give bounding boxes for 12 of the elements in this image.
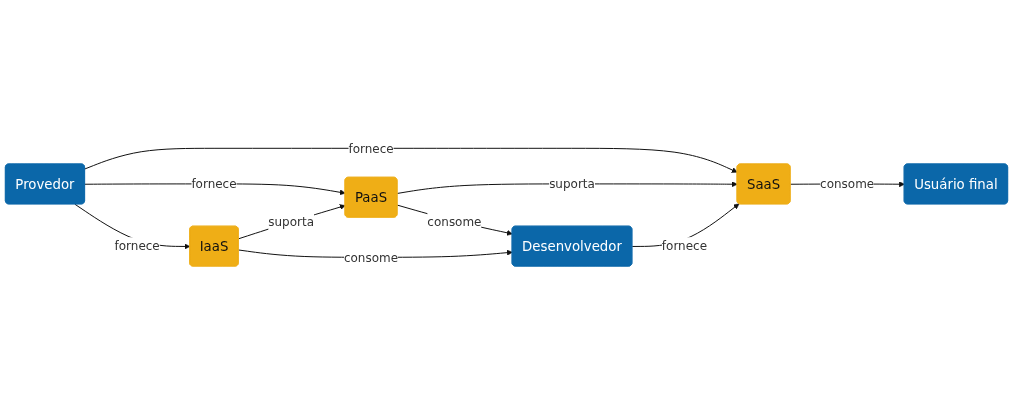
arrow [238,204,346,240]
edge-label: suporta [268,214,314,229]
edge-label: fornece [114,239,160,254]
arrow [396,204,513,236]
edge-label: fornece [191,177,237,192]
edge-label: consome [343,250,399,265]
edge-label: suporta [549,177,595,192]
edge-label: fornece [348,141,394,156]
edge-label: consome [820,177,875,192]
arrow [84,148,738,173]
edge-label: consome [427,214,482,229]
edge-label: fornece [661,239,708,254]
